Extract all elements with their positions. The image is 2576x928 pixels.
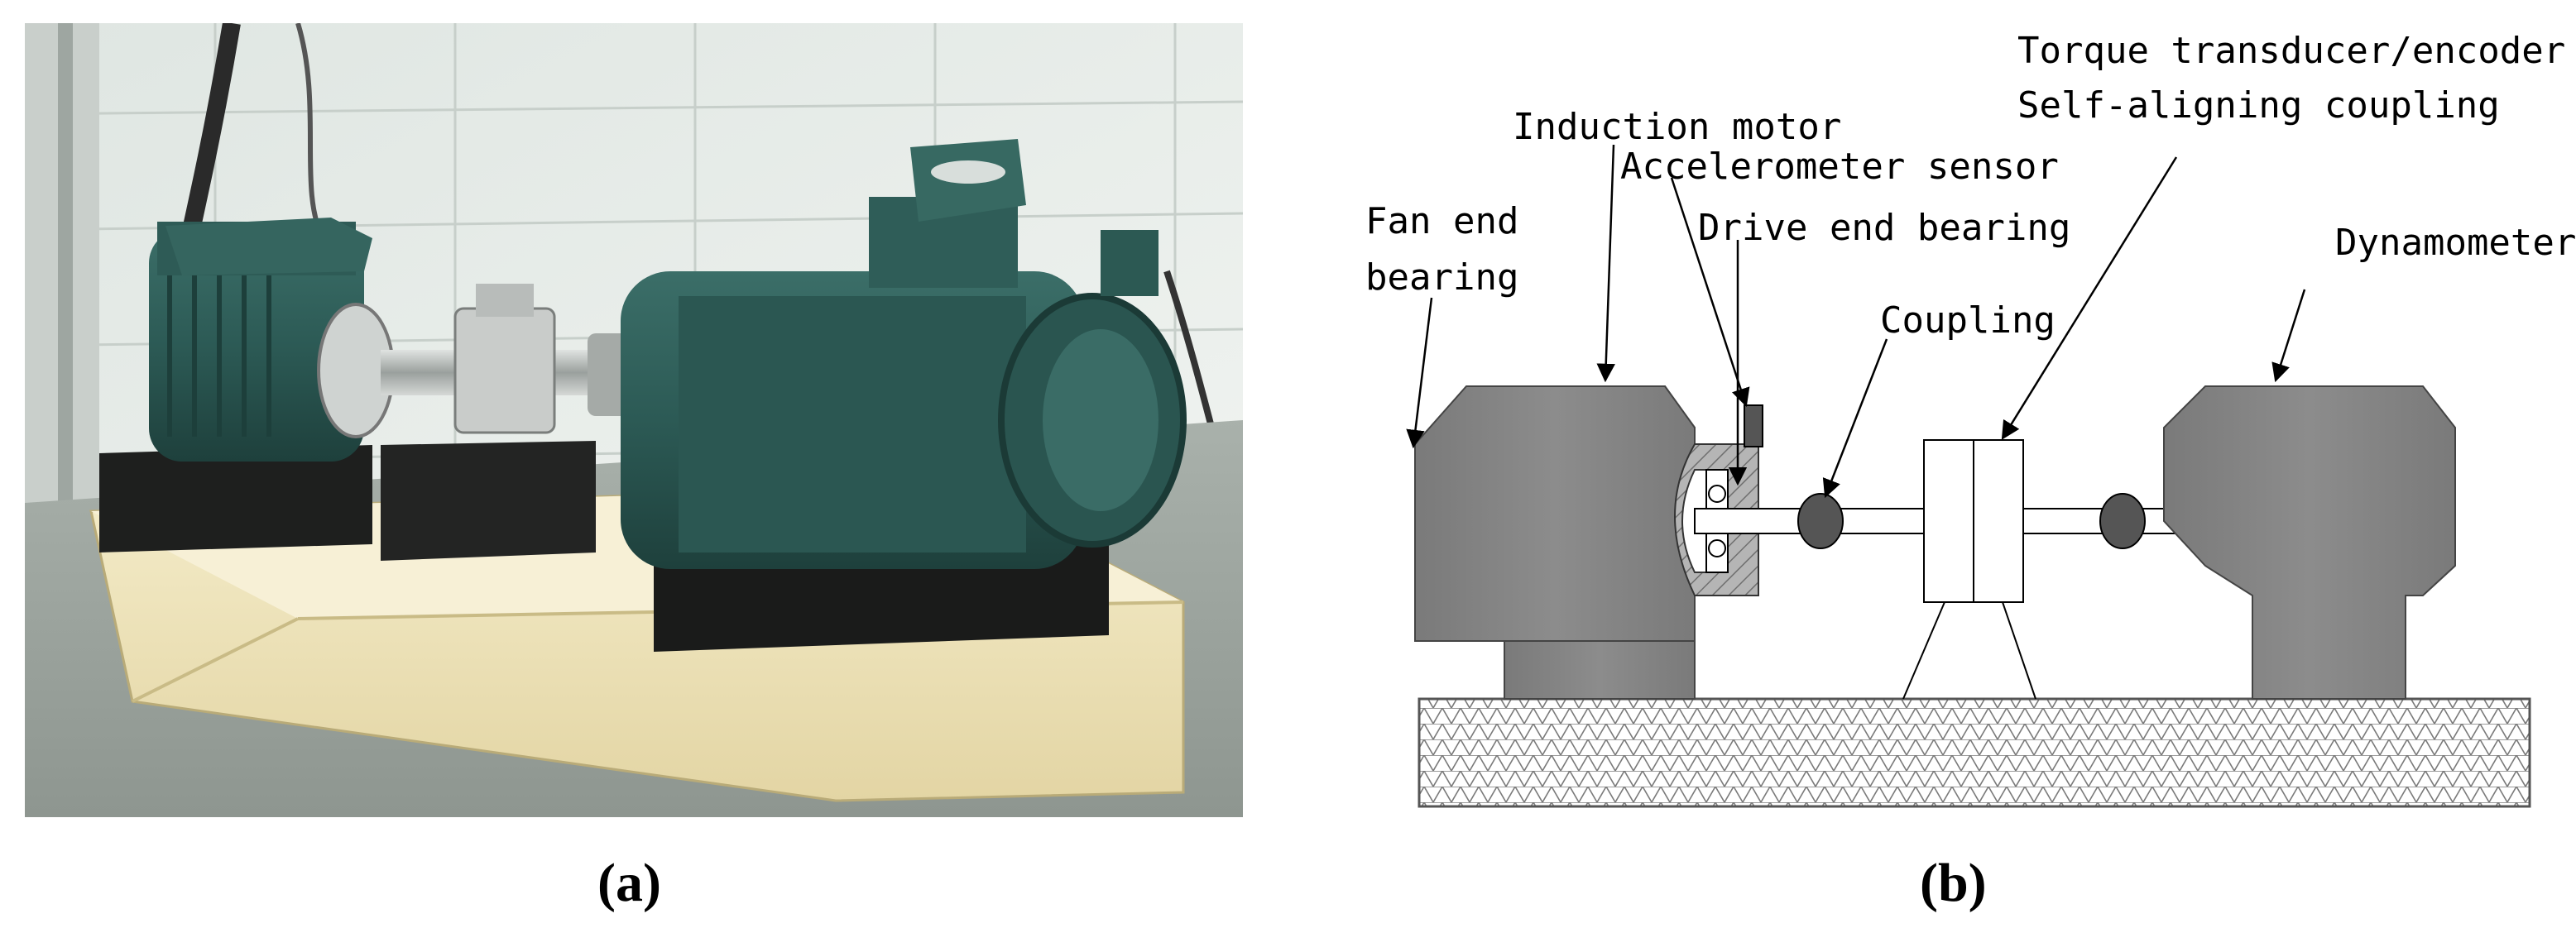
panel-a-caption: (a) <box>597 853 661 913</box>
label-coupling: Coupling <box>1880 299 2056 342</box>
fan-end-motor-body <box>1414 385 1696 700</box>
leader-self-aligning <box>2001 156 2178 440</box>
label-torque-transducer: Torque transducer/encoder <box>2017 30 2565 72</box>
accelerometer-sensor <box>1744 404 1763 447</box>
base-platform <box>1418 697 2531 808</box>
leader-accelerometer <box>1670 177 1750 408</box>
dynamometer <box>2163 385 2456 700</box>
label-self-aligning-coupling: Self-aligning coupling <box>2017 84 2500 127</box>
leader-coupling <box>1822 338 1888 499</box>
coupling-right <box>2099 493 2146 549</box>
label-fan-end-bearing: bearing <box>1365 256 1518 299</box>
test-rig-schematic: Torque transducer/encoder Self-aligning … <box>1324 17 2576 827</box>
torque-transducer <box>1902 439 2036 700</box>
label-fan-end: Fan end <box>1365 200 1518 242</box>
label-induction-motor: Induction motor <box>1513 106 1841 148</box>
label-accelerometer-sensor: Accelerometer sensor <box>1620 146 2059 188</box>
coupling-left <box>1797 493 1844 549</box>
panel-b-caption: (b) <box>1920 853 1987 913</box>
leader-induction-motor <box>1596 144 1615 383</box>
leader-dynamometer <box>2271 289 2306 383</box>
test-rig-photo <box>25 23 1243 817</box>
label-drive-end-bearing: Drive end bearing <box>1698 207 2070 249</box>
leader-fan-end <box>1406 297 1433 449</box>
label-dynamometer: Dynamometer <box>2335 222 2576 264</box>
